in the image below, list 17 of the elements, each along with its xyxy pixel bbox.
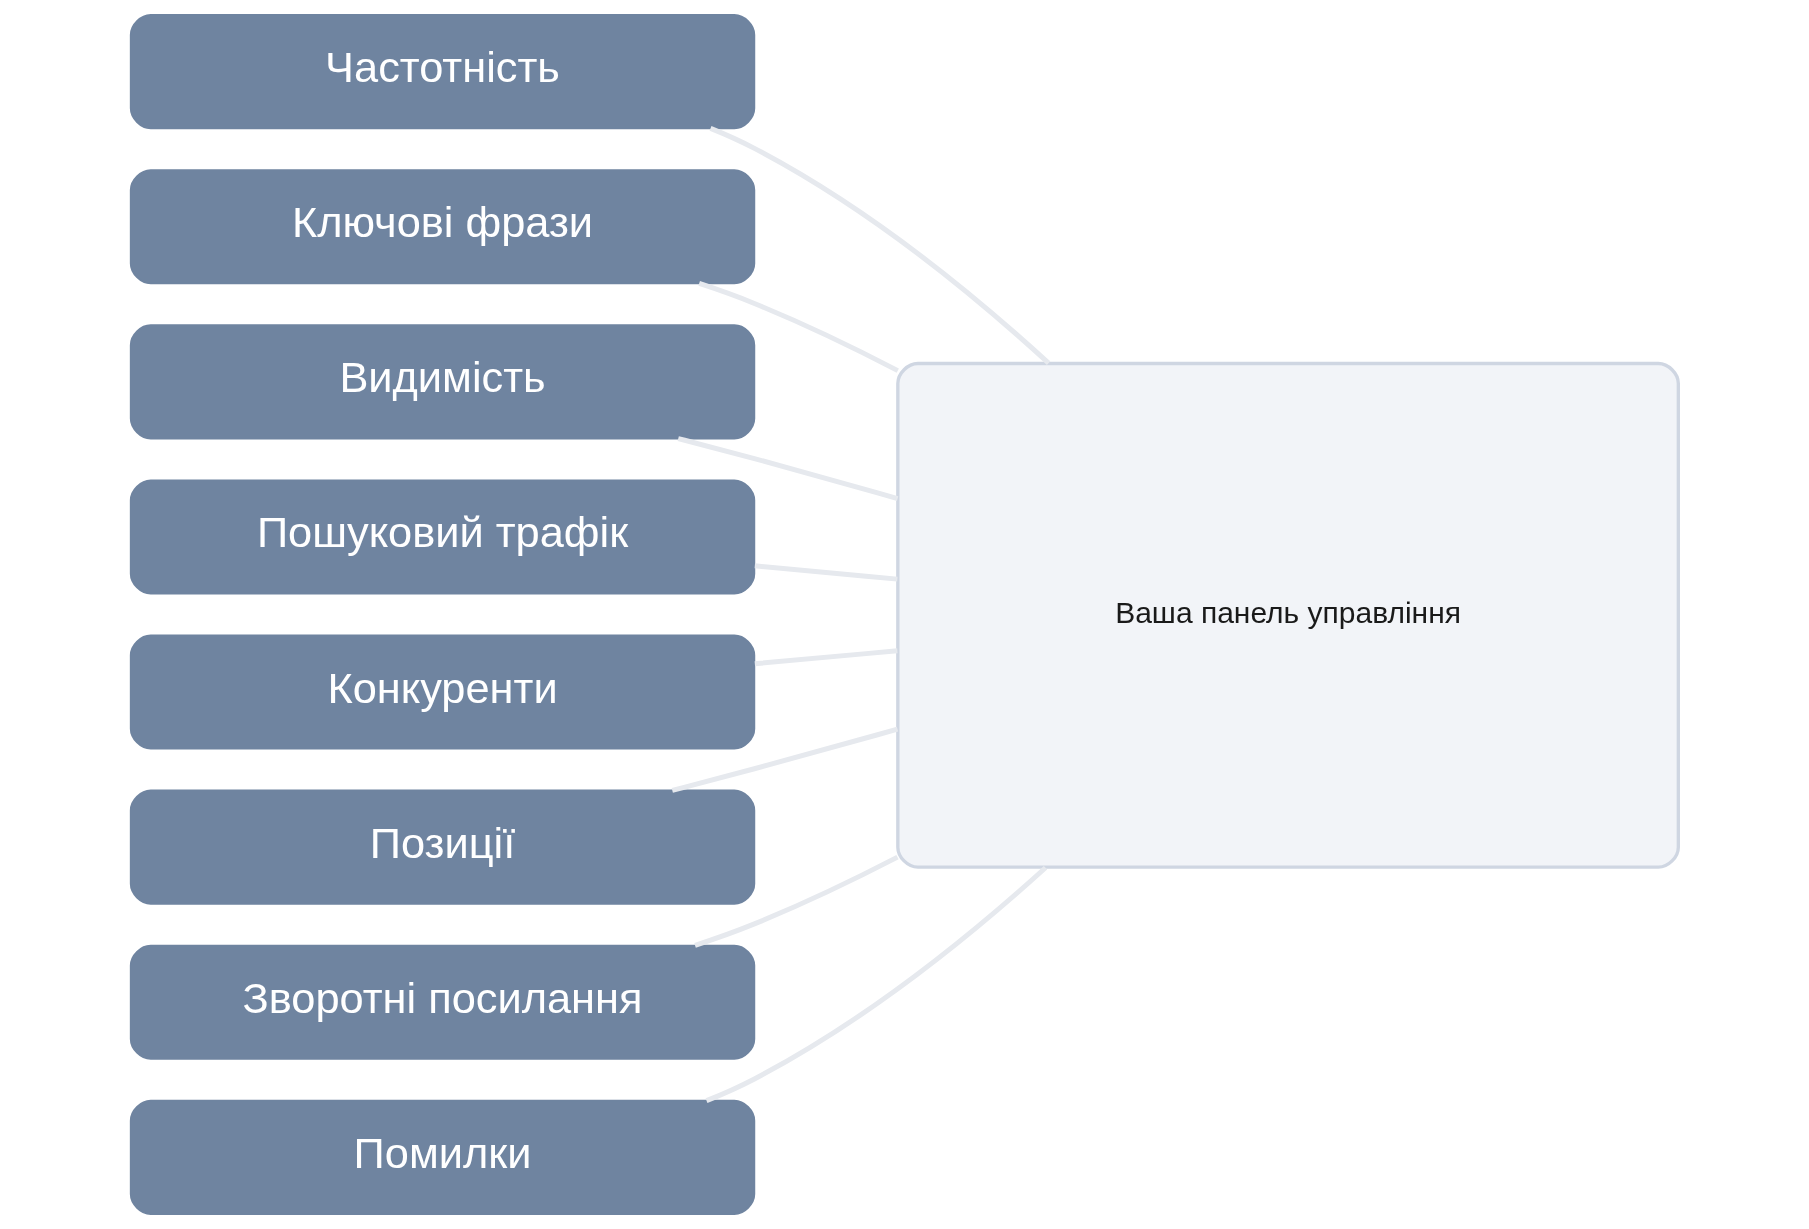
node-box: Ваша панель управління: [896, 361, 1680, 869]
node-box: Видимість: [129, 324, 756, 440]
connector: [671, 726, 899, 793]
connector: [709, 126, 1051, 366]
node-box: Позиції: [129, 789, 756, 905]
node-box: Зворотні посилання: [129, 944, 756, 1060]
connector: [694, 854, 899, 948]
node-box: Пошуковий трафік: [129, 479, 756, 595]
connector: [698, 281, 899, 373]
connector: [754, 563, 898, 582]
connector: [705, 865, 1048, 1103]
connector: [754, 648, 898, 667]
node-box: Ключові фрази: [129, 169, 756, 285]
node-box: Частотність: [129, 14, 756, 130]
node-box: Помилки: [129, 1099, 756, 1215]
connector: [677, 436, 899, 502]
node-box: Конкуренти: [129, 634, 756, 750]
